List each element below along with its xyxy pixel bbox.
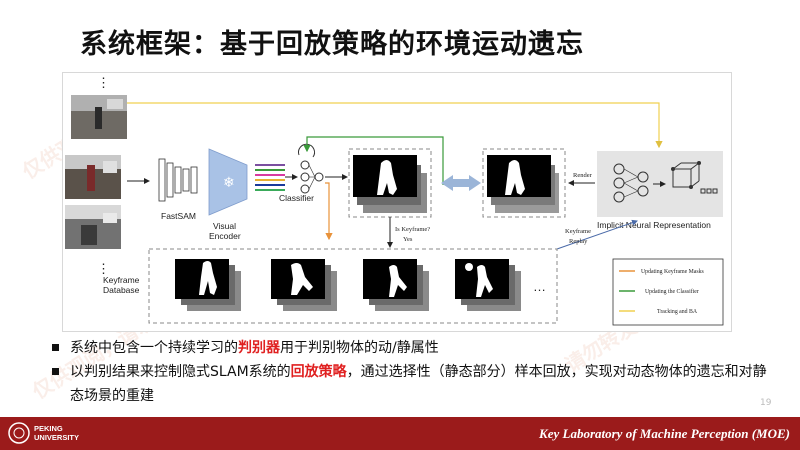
input-frame	[65, 155, 121, 199]
keyframe-replay-label-1: Keyframe	[565, 228, 591, 235]
footer-lab-name: Key Laboratory of Machine Perception (MO…	[539, 426, 790, 441]
bullet-marker	[52, 344, 59, 351]
logo-line-2: UNIVERSITY	[34, 433, 80, 442]
keyframe-thumbnail	[363, 259, 429, 311]
classifier-label: Classifier	[279, 193, 314, 203]
classifier-update-arrow	[303, 136, 444, 185]
snowflake-icon: ❄	[223, 174, 235, 190]
bullet-text: 以判别结果来控制隐式SLAM系统的	[70, 364, 291, 380]
render-label: Render	[573, 172, 593, 179]
double-arrow-icon	[441, 175, 481, 191]
page-number: 19	[760, 398, 772, 408]
legend-label: Updating the Classifier	[645, 288, 699, 295]
input-frame	[65, 205, 121, 249]
keyframe-thumbnail	[271, 259, 337, 311]
tracking-arrow	[127, 102, 663, 149]
bullet-text: ，通过选择性（静态部分）样本回放，实现对动态物体的遗忘和对静态场景的重建	[70, 364, 767, 404]
yes-label: Yes	[403, 236, 413, 243]
keyframe-database-label-2: Database	[103, 285, 140, 295]
graph-icon	[671, 161, 718, 194]
legend-label: Updating Keyframe Masks	[641, 268, 705, 275]
refresh-icon	[298, 143, 316, 158]
bullet-highlight: 判别器	[238, 340, 280, 356]
keyframe-database-label-1: Keyframe	[103, 275, 140, 285]
keyframe-thumbnail	[175, 259, 241, 311]
keyframe-thumbnail	[455, 259, 521, 311]
bullet-text: 用于判别物体的动/静属性	[280, 340, 439, 356]
ellipsis-bottom: ⋮	[97, 261, 110, 276]
bullet-item: 系统中包含一个持续学习的判别器用于判别物体的动/静属性	[48, 336, 768, 360]
visual-encoder-label-1: Visual	[213, 221, 236, 231]
input-frame	[71, 95, 127, 139]
bullet-highlight: 回放策略	[290, 364, 347, 380]
visual-encoder-block	[208, 148, 248, 216]
seal-icon	[8, 422, 30, 444]
mask-update-arrow	[325, 182, 333, 241]
feature-vectors	[255, 164, 285, 191]
inr-label: Implicit Neural Representation	[597, 220, 711, 230]
logo-line-1: PEKING	[34, 424, 63, 433]
keyframe-replay-arrow	[556, 219, 638, 250]
university-logo: PEKING UNIVERSITY	[8, 422, 79, 444]
is-keyframe-label: Is Keyframe?	[395, 226, 430, 233]
legend-box	[612, 258, 724, 326]
bullet-list: 系统中包含一个持续学习的判别器用于判别物体的动/静属性 以判别结果来控制隐式SL…	[48, 336, 768, 408]
footer-bar: PEKING UNIVERSITY Key Laboratory of Mach…	[0, 417, 800, 450]
system-framework-diagram: ⋮ ⋮ FastSAM ❄ Visual Encoder	[62, 72, 732, 332]
legend-label: Tracking and BA	[657, 309, 698, 315]
fastsam-network	[158, 158, 198, 202]
ellipsis-top: ⋮	[97, 75, 110, 90]
ellipsis-horizontal: …	[533, 279, 546, 294]
keyframe-replay-label-2: Replay	[569, 238, 588, 245]
bullet-text: 系统中包含一个持续学习的	[70, 340, 238, 356]
classifier-network	[300, 160, 324, 194]
neural-net-icon	[613, 163, 649, 203]
page-title: 系统框架：基于回放策略的环境运动遗忘	[80, 29, 584, 60]
keyframe-database-box	[148, 248, 558, 324]
mask-frame	[353, 155, 427, 213]
visual-encoder-label-2: Encoder	[209, 231, 241, 241]
fastsam-label: FastSAM	[161, 211, 196, 221]
bullet-item: 以判别结果来控制隐式SLAM系统的回放策略，通过选择性（静态部分）样本回放，实现…	[48, 360, 768, 408]
bullet-marker	[52, 368, 59, 375]
render-frame	[487, 155, 559, 213]
render-box	[482, 148, 566, 218]
